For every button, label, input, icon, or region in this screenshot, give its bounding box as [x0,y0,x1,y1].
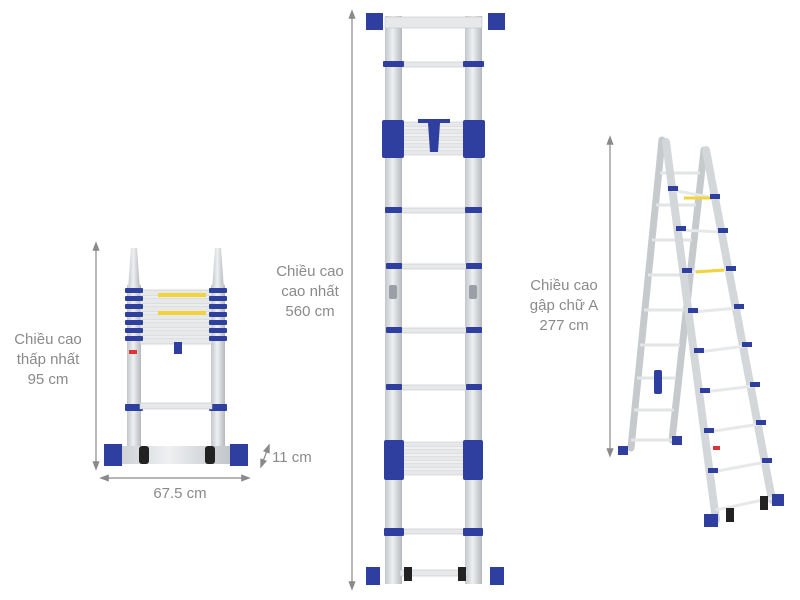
folded-ladder [92,241,270,482]
min-height-label-line2: thấp nhất [16,351,80,368]
a-frame-height-label-line1: Chiều cao [530,277,598,294]
min-height-value: 95 cm [27,371,69,388]
min-height-label: Chiều cao thấp nhất 95 cm [2,330,94,390]
depth-dimension-line [260,443,270,469]
a-frame-height-label: Chiều cao gập chữ A 277 cm [516,276,612,336]
width-label: 67.5 cm [153,485,207,502]
max-height-label-line1: Chiều cao [276,263,344,280]
a-frame-ladder [606,135,784,527]
depth-label: 11 cm [272,449,312,466]
min-height-label-line1: Chiều cao [14,331,82,348]
max-height-label-line2: cao nhất [281,283,339,300]
extended-ladder [348,9,505,591]
max-height-label: Chiều cao cao nhất 560 cm [262,262,358,322]
a-frame-height-value: 277 cm [539,317,589,334]
a-frame-height-label-line2: gập chữ A [529,297,599,314]
max-height-value: 560 cm [285,303,335,320]
